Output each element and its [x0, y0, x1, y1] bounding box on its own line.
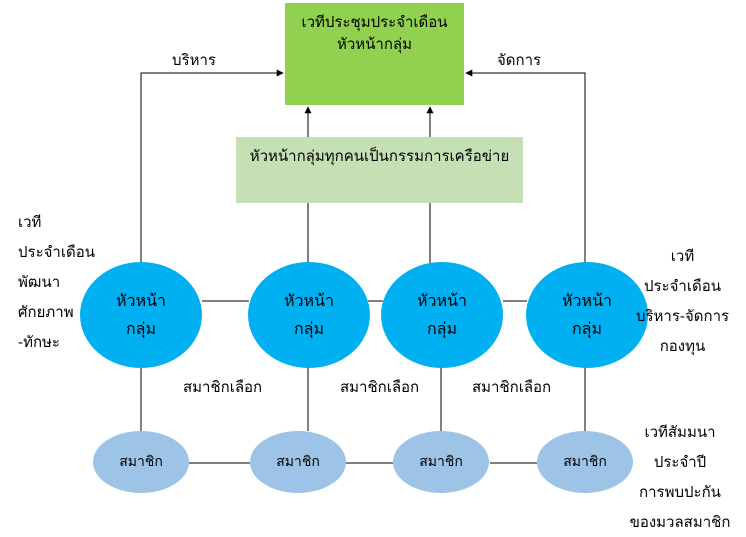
bottom-note-line: การพบปะกัน [639, 483, 721, 501]
leader-label-line-2: กลุ่ม [426, 319, 458, 338]
member-elect-label-2: สมาชิกเลือก [340, 378, 420, 396]
member-elect-label-3: สมาชิกเลือก [472, 378, 552, 396]
bottom-note-line: เวทีสัมมนา [644, 423, 716, 441]
bottom-note-line: ประจำปี [653, 453, 707, 471]
leader-label-line-1: หัวหน้า [284, 291, 334, 310]
member-label: สมาชิก [276, 454, 320, 470]
top-box-line-2: หัวหน้ากลุ่ม [336, 35, 413, 53]
member-label: สมาชิก [119, 454, 163, 470]
manage-label-right: จัดการ [497, 51, 542, 69]
leader-label-line-1: หัวหน้า [116, 291, 166, 310]
right-side-note: เวที ประจำเดือน บริหาร-จัดการ กองทุน [625, 241, 740, 361]
group-leader-2: หัวหน้า กลุ่ม [248, 262, 370, 368]
member-elect-label-1: สมาชิกเลือก [183, 378, 263, 396]
group-leader-4: หัวหน้า กลุ่ม [526, 262, 648, 368]
network-committee-box: หัวหน้ากลุ่มทุกคนเป็นกรรมการเครือข่าย [236, 137, 523, 203]
group-leader-3: หัวหน้า กลุ่ม [381, 262, 503, 368]
member-label: สมาชิก [419, 454, 463, 470]
right-note-line: บริหาร-จัดการ [635, 307, 730, 325]
bottom-right-note: เวทีสัมมนา ประจำปี การพบปะกัน ของมวลสมาช… [619, 417, 741, 537]
top-box-line-1: เวทีประชุมประจำเดือน [301, 13, 448, 31]
leader-label-line-1: หัวหน้า [562, 291, 612, 310]
left-note-line: ศักยภาพ [18, 303, 74, 321]
right-note-line: เวที [670, 247, 695, 265]
manage-label-left: บริหาร [172, 51, 216, 69]
group-leader-1: หัวหน้า กลุ่ม [80, 262, 202, 368]
left-note-line: เวที [18, 213, 42, 231]
member-label: สมาชิก [563, 454, 607, 470]
right-note-line: กองทุน [659, 337, 706, 355]
left-note-line: พัฒนา [18, 273, 61, 291]
leader-label-line-2: กลุ่ม [125, 319, 157, 338]
left-note-line: ประจำเดือน [18, 243, 95, 261]
left-manage-arrow [140, 69, 284, 285]
leader-label-line-1: หัวหน้า [417, 291, 467, 310]
leader-label-line-2: กลุ่ม [293, 319, 325, 338]
member-node-4: สมาชิก [537, 431, 633, 493]
left-note-line: -ทักษะ [18, 333, 60, 351]
member-node-3: สมาชิก [393, 431, 489, 493]
member-node-2: สมาชิก [250, 431, 346, 493]
right-manage-arrow [465, 69, 586, 277]
right-note-line: ประจำเดือน [644, 277, 721, 295]
mid-box-label: หัวหน้ากลุ่มทุกคนเป็นกรรมการเครือข่าย [249, 147, 510, 165]
monthly-leader-meeting-box: เวทีประชุมประจำเดือน หัวหน้ากลุ่ม [285, 3, 464, 105]
left-side-note: เวที ประจำเดือน พัฒนา ศักยภาพ -ทักษะ [18, 207, 95, 357]
bottom-note-line: ของมวลสมาชิก [629, 513, 731, 531]
leader-label-line-2: กลุ่ม [571, 319, 603, 338]
member-node-1: สมาชิก [93, 431, 189, 493]
